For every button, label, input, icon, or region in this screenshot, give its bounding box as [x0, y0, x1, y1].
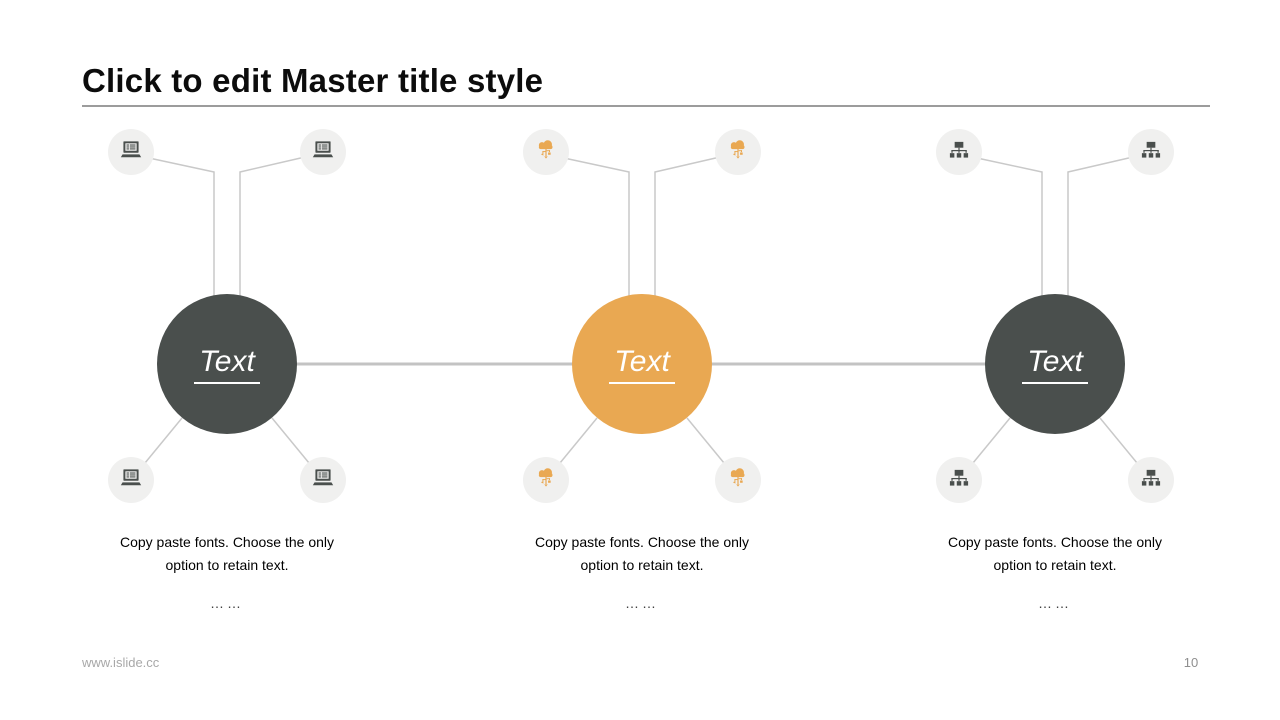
description-text[interactable]: Copy paste fonts. Choose the only option… — [920, 531, 1190, 577]
laptop-icon — [118, 465, 144, 496]
sitemap-icon — [1138, 465, 1164, 496]
laptop-icon — [118, 137, 144, 168]
description-text[interactable]: Copy paste fonts. Choose the only option… — [92, 531, 362, 577]
node-circle[interactable] — [523, 129, 569, 175]
sitemap-icon — [1138, 137, 1164, 168]
node-circle[interactable] — [715, 457, 761, 503]
text-circle[interactable]: Text — [985, 294, 1125, 434]
text-circle[interactable]: Text — [572, 294, 712, 434]
text-circle[interactable]: Text — [157, 294, 297, 434]
cloud-network-icon — [533, 465, 559, 496]
node-circle[interactable] — [1128, 129, 1174, 175]
slide-title[interactable]: Click to edit Master title style — [82, 62, 544, 99]
node-circle[interactable] — [1128, 457, 1174, 503]
text-circle-label[interactable]: Text — [609, 345, 675, 384]
node-circle[interactable] — [936, 129, 982, 175]
description-text[interactable]: Copy paste fonts. Choose the only option… — [507, 531, 777, 577]
diagram-group-1: Text Copy paste fonts. Choose the only o… — [92, 0, 362, 720]
description-line: option to retain text. — [580, 557, 704, 573]
node-circle[interactable] — [936, 457, 982, 503]
node-circle[interactable] — [108, 129, 154, 175]
description-line: option to retain text. — [993, 557, 1117, 573]
node-circle[interactable] — [715, 129, 761, 175]
node-circle[interactable] — [108, 457, 154, 503]
diagram-group-2: Text Copy paste fonts. Choose the only o… — [507, 0, 777, 720]
description-line: Copy paste fonts. Choose the only — [534, 534, 750, 550]
description-line: option to retain text. — [165, 557, 289, 573]
node-circle[interactable] — [523, 457, 569, 503]
laptop-icon — [310, 137, 336, 168]
diagram-group-3: Text Copy paste fonts. Choose the only o… — [920, 0, 1190, 720]
text-circle-label[interactable]: Text — [194, 345, 260, 384]
page-number: 10 — [1183, 655, 1199, 670]
cloud-network-icon — [533, 137, 559, 168]
node-circle[interactable] — [300, 457, 346, 503]
cloud-network-icon — [725, 465, 751, 496]
sitemap-icon — [946, 137, 972, 168]
description-line: Copy paste fonts. Choose the only — [947, 534, 1163, 550]
ellipsis-text: …… — [1038, 595, 1072, 611]
ellipsis-text: …… — [625, 595, 659, 611]
footer-website-link[interactable]: www.islide.cc — [82, 655, 160, 670]
cloud-network-icon — [725, 137, 751, 168]
ellipsis-text: …… — [210, 595, 244, 611]
title-divider — [82, 105, 1210, 107]
node-circle[interactable] — [300, 129, 346, 175]
text-circle-label[interactable]: Text — [1022, 345, 1088, 384]
laptop-icon — [310, 465, 336, 496]
sitemap-icon — [946, 465, 972, 496]
description-line: Copy paste fonts. Choose the only — [119, 534, 335, 550]
